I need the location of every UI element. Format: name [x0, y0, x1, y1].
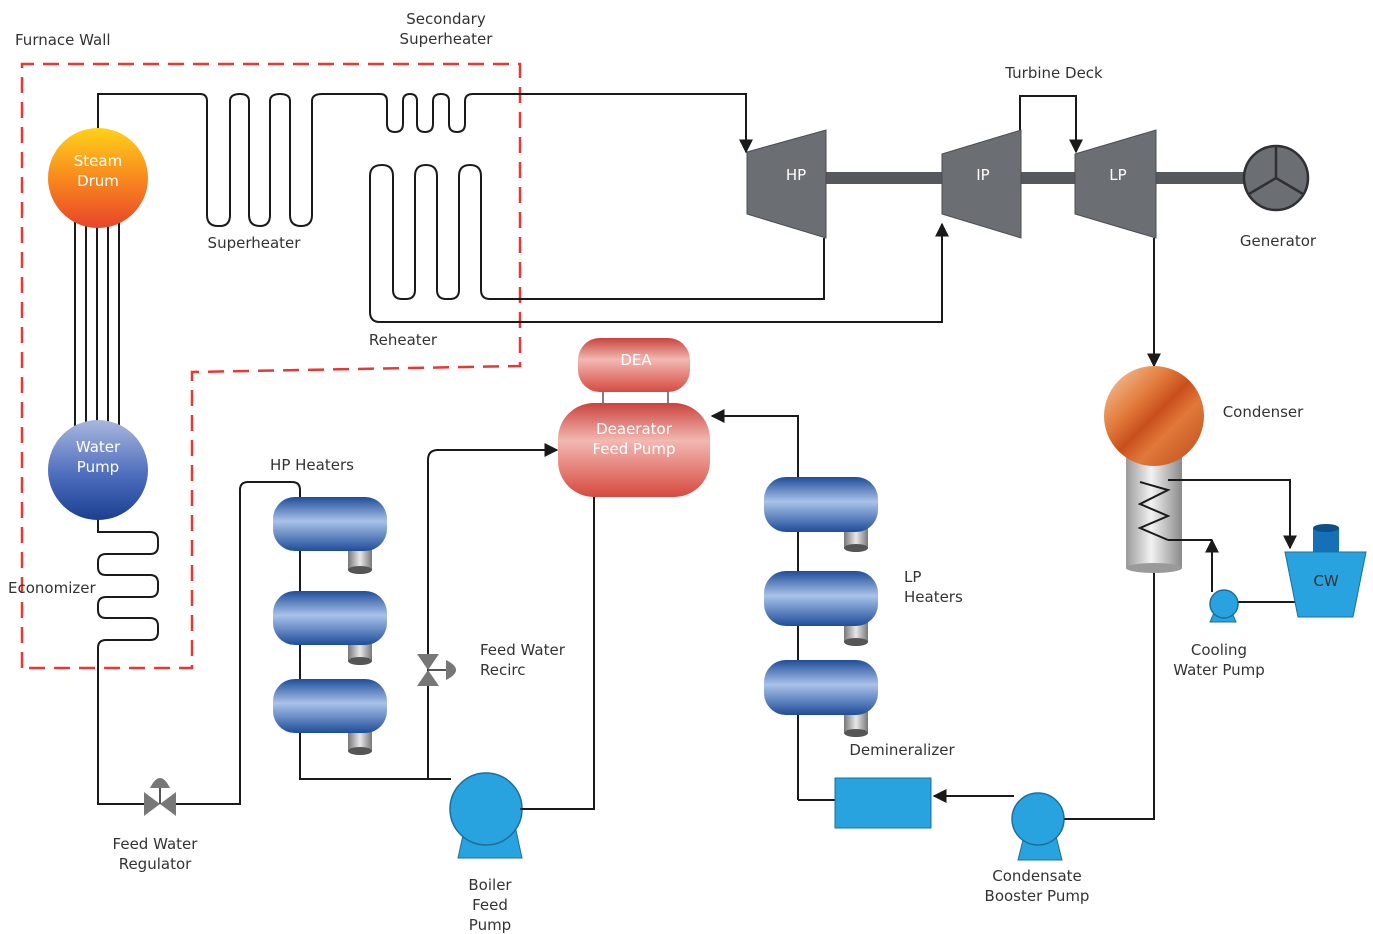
furnace-wall-outline — [20, 62, 522, 670]
dea-tank: DEA — [578, 338, 690, 408]
economizer-label: Economizer — [8, 579, 96, 597]
hp-heater-1 — [273, 497, 387, 574]
lp-heaters — [764, 477, 878, 737]
demineralizer-label: Demineralizer — [849, 741, 955, 759]
demineralizer — [834, 777, 932, 829]
ip-turbine: IP — [941, 129, 1022, 239]
superheater-coil — [97, 92, 753, 228]
cooling-water-pump — [1209, 589, 1239, 623]
lp-heater-1 — [764, 477, 878, 552]
steam-drum-label-2: Drum — [77, 172, 119, 190]
secondary-superheater-label-2: Superheater — [400, 30, 494, 48]
generator — [1242, 144, 1310, 212]
feed-water-recirc-valve — [417, 654, 456, 686]
boiler-feed-pump — [449, 496, 595, 859]
feed-water-recirc-label-1: Feed Water — [480, 641, 566, 659]
condensate-booster-pump-label-2: Booster Pump — [985, 887, 1090, 905]
feed-water-regulator-label-2: Regulator — [119, 855, 192, 873]
reheater-label: Reheater — [369, 331, 438, 349]
cooling-water-out-pipe — [1168, 479, 1297, 550]
steam-drum: Steam Drum — [48, 128, 148, 228]
cw-label: CW — [1313, 572, 1338, 590]
lp-heaters-label-2: Heaters — [904, 588, 963, 606]
hp-heater-2 — [273, 591, 387, 665]
hp-label: HP — [786, 166, 806, 184]
condensate-booster-pump-label-1: Condensate — [992, 867, 1082, 885]
furnace-wall-label: Furnace Wall — [15, 31, 111, 49]
feed-water-recirc-pipe — [427, 443, 559, 779]
feed-water-regulator-label-1: Feed Water — [113, 835, 199, 853]
condenser — [1104, 366, 1204, 466]
turbine-deck-label: Turbine Deck — [1004, 64, 1103, 82]
condensate-booster-pump — [1011, 570, 1155, 861]
water-pump-label-2: Pump — [77, 458, 119, 476]
reheater-coil — [369, 163, 949, 323]
steam-drum-label-1: Steam — [74, 152, 122, 170]
secondary-superheater-label-1: Secondary — [406, 10, 486, 28]
lp-heater-2 — [764, 571, 878, 646]
cooling-water-pump-label-2: Water Pump — [1173, 661, 1265, 679]
condenser-label: Condenser — [1223, 403, 1304, 421]
dea-label: DEA — [620, 351, 652, 369]
lp-heater-3 — [764, 660, 878, 737]
generator-label: Generator — [1240, 232, 1317, 250]
deaerator-label-2: Feed Pump — [593, 440, 676, 458]
crossover-pipe — [1019, 95, 1083, 154]
lp-label: LP — [1109, 166, 1126, 184]
deaerator-label-1: Deaerator — [596, 420, 673, 438]
cw-tower: CW — [1284, 524, 1367, 618]
turbine-shaft — [826, 172, 1256, 184]
boiler-feed-pump-label-3: Pump — [469, 916, 511, 934]
hp-heater-3 — [273, 679, 387, 755]
deaerator: Deaerator Feed Pump — [558, 403, 710, 497]
economizer-coil — [97, 520, 159, 805]
hp-heaters — [273, 497, 387, 755]
water-pump: Water Pump — [48, 420, 148, 520]
ip-label: IP — [976, 166, 989, 184]
regulator-to-hp-heaters-pipe — [176, 481, 451, 805]
hp-heaters-label: HP Heaters — [270, 456, 354, 474]
boiler-feed-pump-label-1: Boiler — [468, 876, 512, 894]
feed-water-recirc-label-2: Recirc — [480, 661, 525, 679]
riser-tubes — [74, 200, 120, 428]
feed-water-regulator-valve — [144, 778, 176, 816]
hp-turbine: HP — [746, 129, 827, 239]
cooling-water-pump-label-1: Cooling — [1191, 641, 1247, 659]
water-pump-label-1: Water — [76, 438, 121, 456]
boiler-feed-pump-label-2: Feed — [472, 896, 508, 914]
lp-turbine: LP — [1074, 129, 1157, 239]
lp-heaters-label-1: LP — [904, 568, 921, 586]
superheater-label: Superheater — [208, 234, 302, 252]
